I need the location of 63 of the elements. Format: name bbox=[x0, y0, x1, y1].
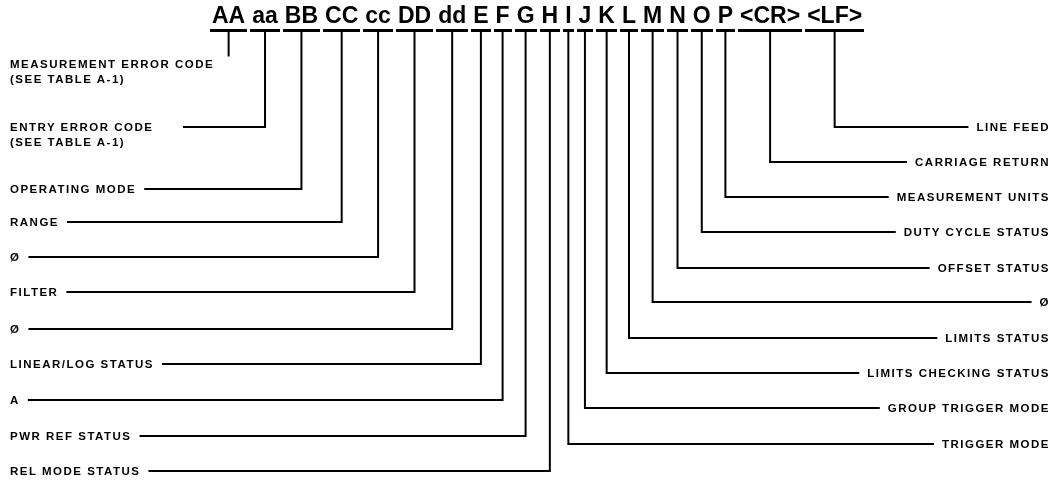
field-label: GROUP TRIGGER MODE bbox=[879, 400, 1050, 416]
field-code: aa bbox=[250, 2, 280, 32]
field-label: OPERATING MODE bbox=[10, 181, 145, 197]
field-code: cc bbox=[363, 2, 393, 32]
field-label: LIMITS STATUS bbox=[937, 330, 1050, 346]
field-code: K bbox=[596, 2, 617, 32]
field-label: CARRIAGE RETURN bbox=[907, 154, 1050, 170]
field-code: M bbox=[641, 2, 665, 32]
leader-line bbox=[724, 31, 890, 198]
field-code: E bbox=[471, 2, 491, 32]
field-label: PWR REF STATUS bbox=[10, 428, 140, 444]
field-code: P bbox=[715, 2, 736, 32]
field-label: MEASUREMENT UNITS bbox=[888, 189, 1050, 205]
field-label: Ø bbox=[10, 321, 29, 337]
field-code: BB bbox=[282, 2, 321, 32]
field-code: CC bbox=[323, 2, 361, 32]
field-label: LINE FEED bbox=[968, 119, 1050, 135]
field-code: DD bbox=[395, 2, 434, 32]
field-code: L bbox=[619, 2, 639, 32]
leader-line bbox=[628, 31, 939, 339]
leader-line bbox=[26, 31, 504, 401]
leader-line bbox=[143, 31, 303, 190]
leader-line bbox=[27, 31, 454, 330]
field-label: Ø bbox=[1031, 294, 1050, 310]
field-label: REL MODE STATUS bbox=[10, 463, 149, 479]
field-code: N bbox=[667, 2, 688, 32]
field-code: O bbox=[690, 2, 713, 32]
field-code: <LF> bbox=[805, 2, 865, 32]
leader-line bbox=[160, 31, 482, 365]
field-code: I bbox=[563, 2, 574, 32]
leader-line bbox=[27, 31, 380, 258]
leader-line bbox=[147, 31, 551, 472]
field-label: ENTRY ERROR CODE (SEE TABLE A-1) bbox=[10, 119, 183, 150]
leader-line bbox=[182, 31, 267, 128]
field-label: MEASUREMENT ERROR CODE (SEE TABLE A-1) bbox=[10, 56, 253, 87]
leader-line bbox=[651, 31, 1033, 303]
field-label: DUTY CYCLE STATUS bbox=[895, 224, 1050, 240]
field-code: dd bbox=[436, 2, 469, 32]
field-label: Ø bbox=[10, 249, 29, 265]
leader-line bbox=[567, 31, 935, 445]
field-label: TRIGGER MODE bbox=[933, 436, 1050, 452]
leader-line bbox=[227, 31, 230, 58]
field-code: F bbox=[493, 2, 512, 32]
field-code: AA bbox=[210, 2, 248, 32]
leader-line bbox=[833, 31, 970, 128]
leader-line bbox=[605, 31, 861, 374]
leader-line bbox=[676, 31, 931, 269]
leader-line bbox=[700, 31, 897, 233]
leader-line bbox=[769, 31, 909, 163]
leader-line bbox=[583, 31, 881, 409]
field-label: LINEAR/LOG STATUS bbox=[10, 356, 162, 372]
leader-line bbox=[138, 31, 527, 437]
field-label: FILTER bbox=[10, 284, 67, 300]
field-label: A bbox=[10, 392, 28, 408]
field-code: H bbox=[539, 2, 561, 32]
field-label: OFFSET STATUS bbox=[929, 260, 1050, 276]
field-code: G bbox=[514, 2, 537, 32]
leader-line bbox=[65, 31, 416, 293]
field-code: <CR> bbox=[738, 2, 803, 32]
field-label: RANGE bbox=[10, 214, 68, 230]
leader-line bbox=[66, 31, 343, 223]
field-label: LIMITS CHECKING STATUS bbox=[859, 365, 1050, 381]
field-code: J bbox=[576, 2, 594, 32]
